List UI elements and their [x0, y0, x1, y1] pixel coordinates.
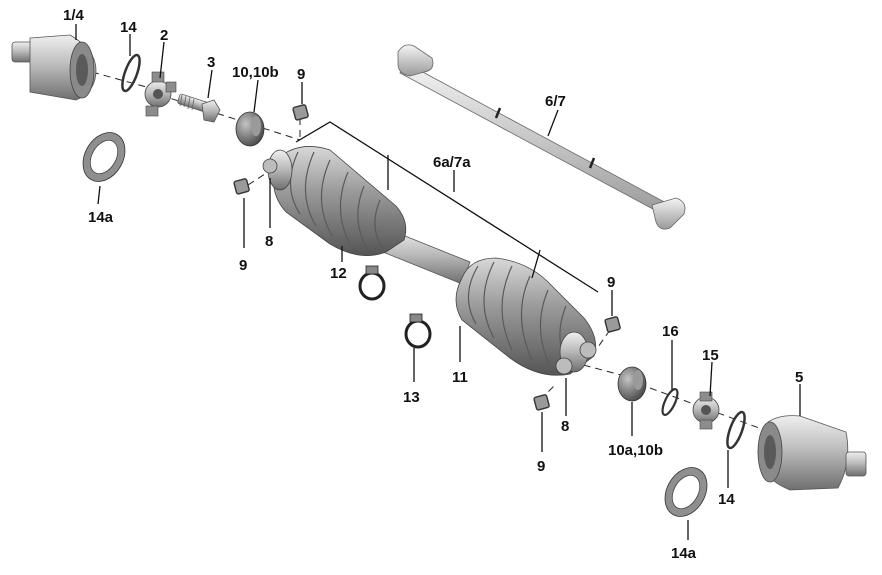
leader-lines — [75, 24, 801, 540]
boot-left — [262, 146, 407, 256]
outer-joint-housing-right — [757, 415, 867, 491]
callout-1-4: 1/4 — [63, 7, 85, 24]
damper-disc-bottom — [617, 366, 647, 402]
shaft-with-boots — [262, 146, 597, 376]
outer-joint-housing-left — [11, 34, 97, 101]
square-nut-bottom — [533, 394, 550, 411]
square-nut-right — [604, 316, 621, 333]
callout-16: 16 — [662, 323, 679, 340]
callout-12: 12 — [330, 265, 347, 282]
callout-6-7: 6/7 — [545, 93, 566, 110]
square-nut-left — [233, 178, 250, 195]
bolt — [177, 93, 221, 123]
callout-9-left: 9 — [239, 257, 247, 274]
callout-14a-right: 14a — [671, 545, 697, 562]
callout-2: 2 — [160, 27, 168, 44]
circlip-bottom — [726, 410, 746, 450]
hose-clamp-lower — [404, 313, 432, 349]
callout-8-right: 8 — [561, 418, 569, 435]
callout-10a-10b: 10a,10b — [608, 442, 663, 459]
callout-14-top: 14 — [120, 19, 137, 36]
callout-15: 15 — [702, 347, 719, 364]
sealing-ring-left — [82, 132, 126, 182]
callout-6a-7a: 6a/7a — [433, 154, 471, 171]
callout-9-bottom: 9 — [537, 458, 545, 475]
callout-labels: 1/4 14 2 3 10,10b 9 14a 6/7 6a/7a 8 9 12… — [63, 7, 803, 562]
callout-10-10b: 10,10b — [232, 64, 279, 81]
tripod-spider — [144, 71, 177, 117]
callout-13: 13 — [403, 389, 420, 406]
callout-3: 3 — [207, 54, 215, 71]
circlip-16 — [661, 388, 679, 416]
callout-9-top: 9 — [297, 66, 305, 83]
callout-5: 5 — [795, 369, 803, 386]
callout-8-left: 8 — [265, 233, 273, 250]
drive-shaft-bar — [397, 44, 686, 230]
callout-11: 11 — [452, 369, 468, 386]
callout-9-right: 9 — [607, 274, 615, 291]
boot-right — [455, 257, 597, 376]
tripod-spider-right — [692, 391, 720, 430]
hose-clamp-upper — [358, 265, 386, 301]
callout-14a-left: 14a — [88, 209, 114, 226]
callout-14-bottom: 14 — [718, 491, 735, 508]
sealing-ring-right — [664, 467, 708, 517]
square-nut-top — [292, 104, 309, 121]
damper-disc-top — [235, 111, 265, 147]
circlip-top — [121, 53, 141, 93]
